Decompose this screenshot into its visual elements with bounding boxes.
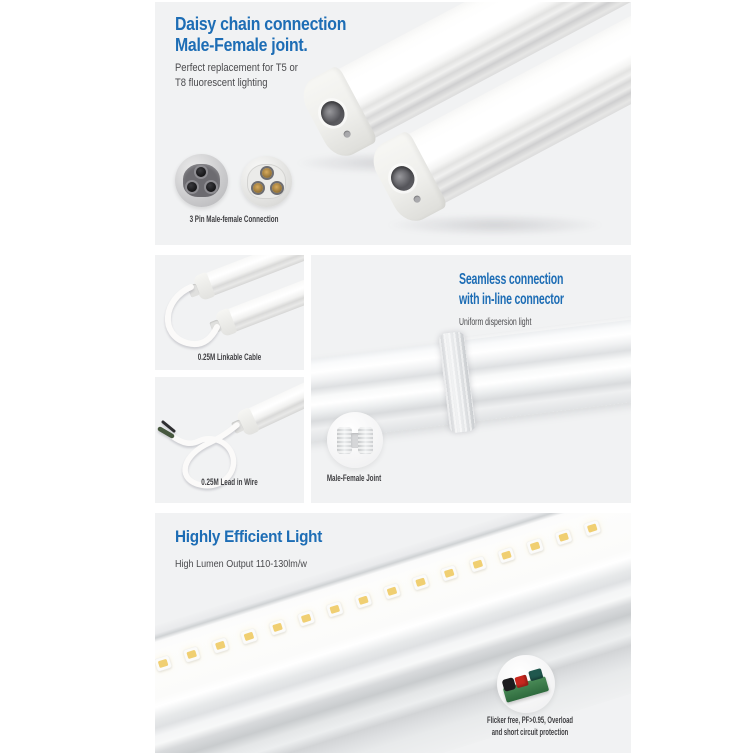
red-component-icon (514, 674, 529, 689)
subtext-line: T8 fluorescent lighting (175, 77, 268, 89)
heading-line: Seamless connection (459, 271, 564, 288)
led-chip (354, 591, 373, 609)
led-chip (525, 537, 545, 555)
section-seamless-connection: Seamless connection with in-line connect… (311, 255, 631, 503)
led-die (358, 595, 369, 605)
pin-icon (272, 183, 282, 193)
pin-icon (253, 183, 263, 193)
screw-dot-icon (412, 194, 422, 204)
male-female-joint-photo (327, 412, 383, 468)
pin-hole-icon (187, 182, 197, 192)
led-die (186, 649, 198, 660)
led-die (472, 559, 484, 569)
led-die (501, 550, 512, 560)
subtext-line: Perfect replacement for T5 or (175, 62, 298, 74)
led-die (386, 586, 398, 596)
led-die (558, 532, 570, 542)
tube-shadow (385, 214, 605, 236)
daisy-chain-subtext: Perfect replacement for T5 or T8 fluores… (175, 61, 298, 91)
linkable-cable-caption: 0.25M Linkable Cable (197, 352, 262, 363)
connector-socket-icon (316, 97, 349, 130)
led-chip (182, 645, 201, 663)
efficient-heading: Highly Efficient Light (175, 527, 323, 546)
led-die (329, 604, 341, 615)
screw-dot-icon (342, 129, 352, 139)
section-daisy-chain: Daisy chain connection Male-Female joint… (155, 2, 631, 245)
lead-in-wire-caption: 0.25M Lead in Wire (201, 477, 258, 488)
section-linkable-cable: 0.25M Linkable Cable (155, 255, 304, 370)
driver-board-photo (497, 655, 555, 713)
heading-line: Daisy chain connection (175, 14, 347, 34)
joint-connector (351, 433, 360, 448)
caption-line: Flicker free, PF>0.95, Overload (487, 715, 573, 726)
joint-left-cap (337, 427, 352, 454)
led-chip (325, 600, 344, 618)
led-chip (239, 627, 259, 645)
led-chip (382, 582, 402, 600)
led-die (586, 523, 598, 533)
led-die (214, 640, 226, 651)
joint-caption: Male-Female Joint (326, 473, 382, 484)
stripped-wire-tip (161, 420, 176, 433)
led-chip (440, 564, 459, 582)
pin-hole-icon (206, 182, 216, 192)
led-chip (583, 519, 602, 537)
daisy-chain-heading: Daisy chain connection Male-Female joint… (175, 14, 346, 56)
seamless-subtext: Uniform dispersion light (459, 316, 532, 328)
pin-icon (262, 168, 272, 178)
lead-wire-graphic (157, 420, 240, 489)
joint-right-cap (358, 427, 373, 454)
transformer-icon (528, 668, 544, 682)
led-die (300, 613, 312, 624)
led-chip (155, 654, 173, 672)
pin-hole-icon (196, 167, 206, 177)
led-die (272, 622, 283, 633)
connector-socket-icon (386, 162, 419, 195)
female-connector-photo (175, 154, 228, 207)
section-efficient-light: Highly Efficient Light High Lumen Output… (155, 513, 631, 753)
connector-face (247, 164, 286, 199)
seamless-heading: Seamless connection with in-line connect… (459, 270, 564, 310)
led-die (243, 631, 255, 642)
male-connector-photo (241, 156, 292, 207)
led-chip (554, 528, 573, 546)
heading-line: with in-line connector (459, 291, 564, 308)
section-lead-in-wire: 0.25M Lead in Wire (155, 377, 304, 503)
led-die (443, 568, 455, 578)
led-die (157, 658, 169, 669)
led-chip (468, 555, 487, 573)
efficient-subtext: High Lumen Output 110-130lm/w (175, 558, 307, 570)
linkable-cable-graphic (165, 284, 220, 348)
connector-face (183, 164, 220, 197)
led-chip (268, 618, 287, 636)
caption-line: and short circuit protection (491, 727, 569, 738)
heading-line: Male-Female joint. (175, 35, 308, 55)
led-die (415, 577, 426, 587)
stripped-wire-tip (157, 426, 175, 439)
inline-connector-collar (438, 331, 477, 434)
pcb-board (501, 668, 550, 703)
led-chip (497, 546, 516, 564)
led-chip (411, 573, 430, 591)
three-pin-caption: 3 Pin Male-female Connection (189, 214, 279, 225)
led-chip (211, 636, 230, 654)
led-die (529, 541, 541, 551)
protection-caption: Flicker free, PF>0.95, Overload and shor… (480, 715, 579, 739)
led-chip (297, 609, 316, 627)
